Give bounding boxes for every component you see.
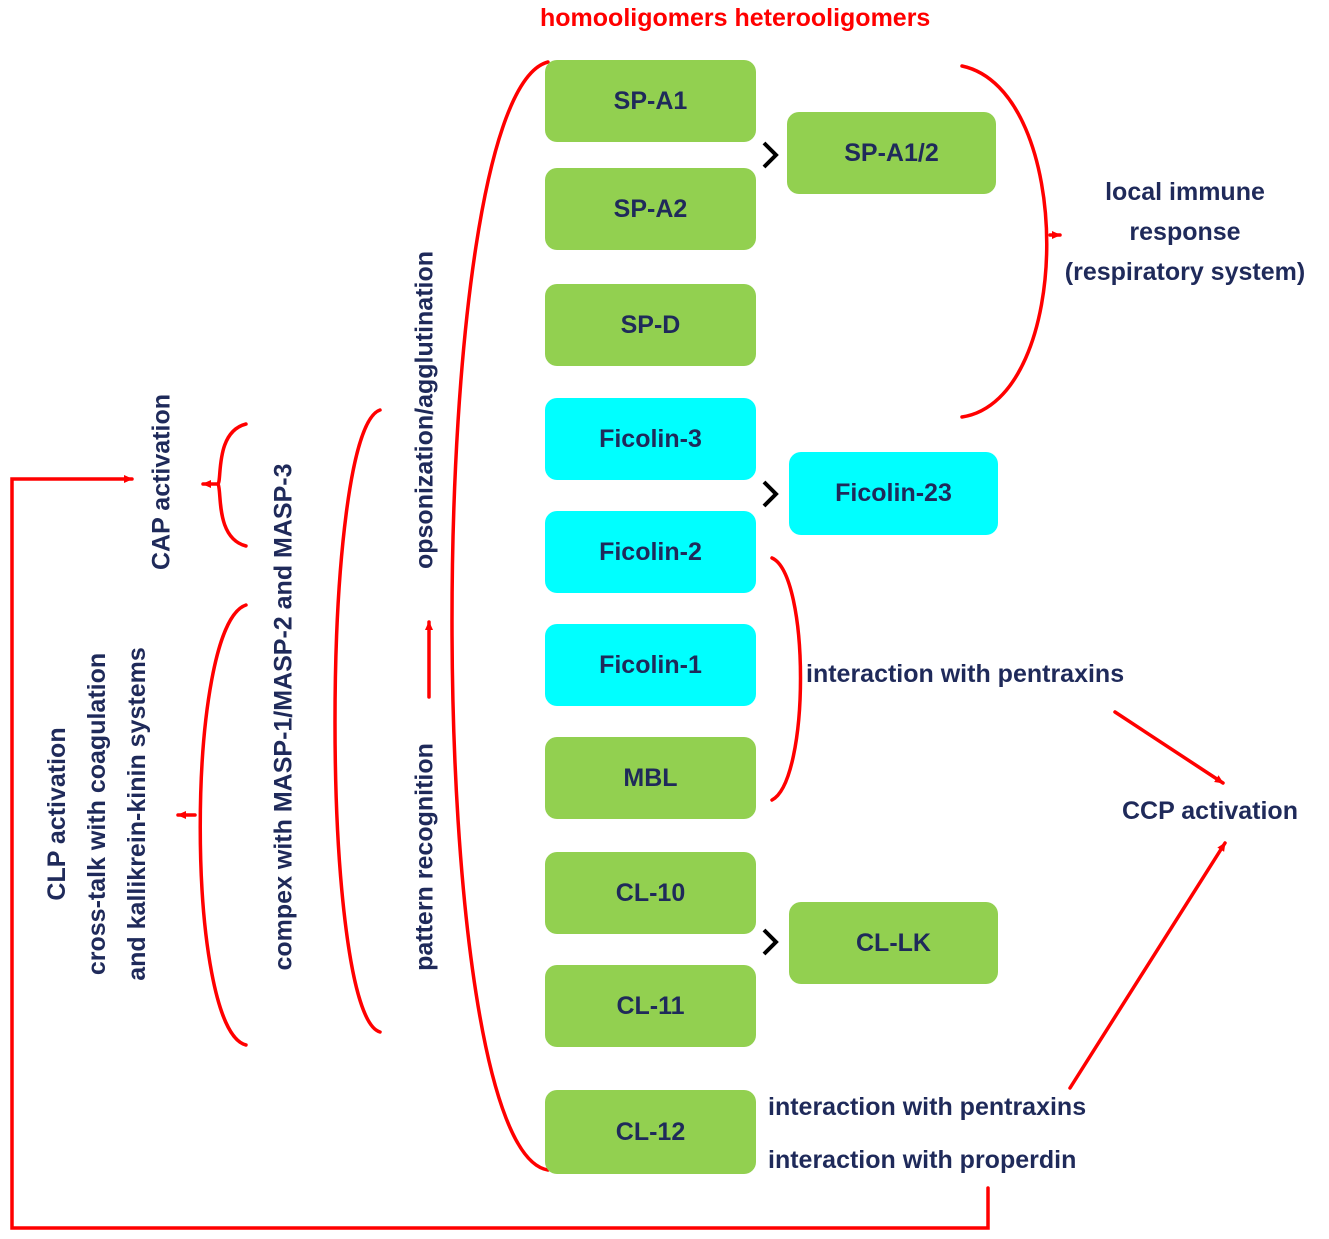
- clp-activation-label: CLP activation cross-talk with coagulati…: [37, 647, 157, 980]
- box-sp-d: SP-D: [545, 284, 756, 366]
- box-cl-lk: CL-LK: [789, 902, 998, 984]
- column-header: homooligomers heterooligomers: [540, 4, 931, 32]
- box-ficolin-3: Ficolin-3: [545, 398, 756, 480]
- opsonization-label: opsonization/agglutination: [410, 250, 439, 570]
- cl12-pentraxins-label: interaction with pentraxins: [768, 1093, 1087, 1121]
- clp-line-2: cross-talk with coagulation: [83, 652, 111, 976]
- box-ficolin-23: Ficolin-23: [789, 452, 998, 535]
- box-mbl: MBL: [545, 737, 756, 819]
- box-ficolin-2: Ficolin-2: [545, 511, 756, 593]
- box-cl-10: CL-10: [545, 852, 756, 934]
- clp-line-3: and kallikrein-kinin systems: [123, 647, 151, 981]
- box-cl-12: CL-12: [545, 1090, 756, 1174]
- local-immune-line-2: response: [1129, 218, 1241, 246]
- pattern-recognition-label: pattern recognition: [410, 743, 439, 971]
- cap-bracket: [215, 422, 248, 548]
- interaction-pentraxins-label: interaction with pentraxins: [806, 660, 1125, 688]
- local-immune-response-label: local immune response (respiratory syste…: [1045, 172, 1325, 292]
- box-sp-a1: SP-A1: [545, 60, 756, 142]
- box-sp-a1-2: SP-A1/2: [787, 112, 996, 194]
- box-sp-a2: SP-A2: [545, 168, 756, 250]
- masp-bracket: [333, 408, 382, 1034]
- cl12-properdin-label: interaction with properdin: [768, 1146, 1077, 1174]
- cl-chevron: [762, 928, 779, 956]
- ccp-activation-label: CCP activation: [1122, 797, 1298, 825]
- clp-line-1: CLP activation: [43, 727, 71, 901]
- clp-bracket: [198, 603, 248, 1047]
- ccp-arrow-lower: [1068, 841, 1227, 1090]
- homooligomer-bracket: [450, 60, 550, 1172]
- complex-masp-label: compex with MASP-1/MASP-2 and MASP-3: [269, 463, 298, 971]
- box-cl-11: CL-11: [545, 965, 756, 1047]
- properdin-loop: [10, 475, 990, 1230]
- box-ficolin-1: Ficolin-1: [545, 624, 756, 706]
- sp-a-chevron: [762, 141, 779, 169]
- pentraxin-bracket: [770, 556, 803, 802]
- local-immune-line-1: local immune: [1105, 178, 1265, 206]
- sp-bracket: [960, 64, 1049, 419]
- ccp-arrow-upper: [1113, 710, 1225, 785]
- cap-activation-label: CAP activation: [147, 394, 176, 570]
- ficolin-chevron: [762, 480, 779, 508]
- local-immune-line-3: (respiratory system): [1064, 258, 1306, 286]
